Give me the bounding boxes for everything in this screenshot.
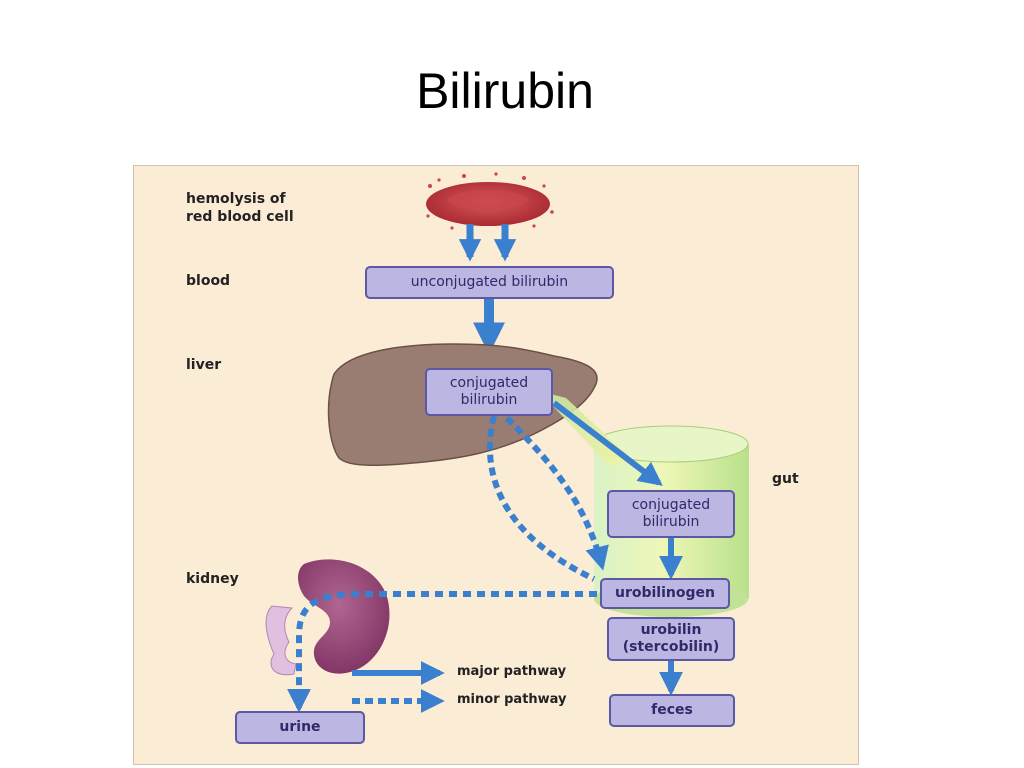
- gut-label: gut: [772, 471, 799, 487]
- urobilin-stercobilin-box: urobilin (stercobilin): [607, 617, 735, 661]
- gut-conjugated-bilirubin-box: conjugated bilirubin: [607, 490, 735, 538]
- liver-conjugated-bilirubin-box: conjugated bilirubin: [425, 368, 553, 416]
- urobilinogen-to-urine-path: [287, 591, 597, 713]
- bilirubin-diagram: hemolysis of red blood cell blood liver …: [133, 165, 859, 765]
- urobilinogen-box: urobilinogen: [600, 578, 730, 609]
- urine-box: urine: [235, 711, 365, 744]
- blood-label: blood: [186, 273, 231, 289]
- liver-label: liver: [186, 357, 222, 373]
- legend-major-label: major pathway: [457, 664, 567, 679]
- hemolysis-label: hemolysis of red blood cell: [186, 191, 294, 225]
- legend-minor-label: minor pathway: [457, 692, 567, 707]
- red-blood-cell-icon: [426, 172, 554, 230]
- kidney-label: kidney: [186, 571, 239, 587]
- kidney-icon: [265, 559, 390, 676]
- liver-to-gut-arrow: [552, 400, 663, 486]
- feces-box: feces: [609, 694, 735, 727]
- minor-path-outer: [486, 415, 596, 582]
- unconjugated-bilirubin-box: unconjugated bilirubin: [365, 266, 614, 299]
- slide-title: Bilirubin: [416, 63, 594, 119]
- minor-path-inner: [504, 415, 609, 571]
